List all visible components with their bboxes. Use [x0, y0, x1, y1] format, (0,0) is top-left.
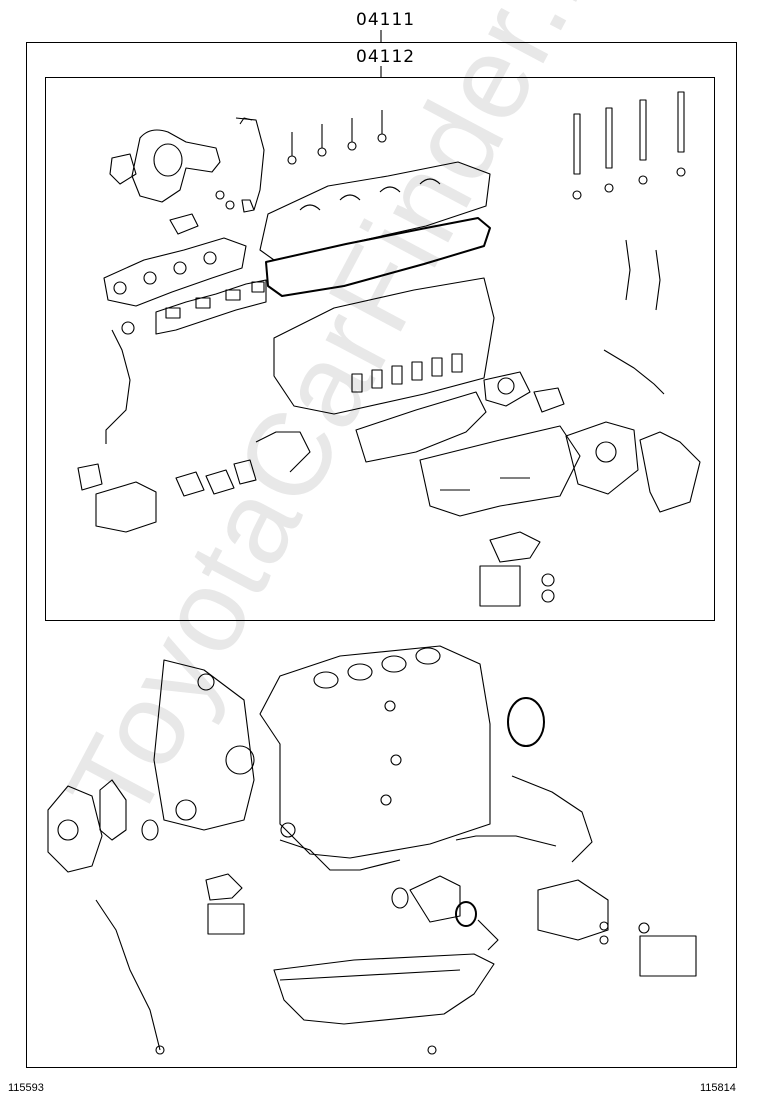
cylinder-block-part	[259, 645, 491, 859]
inlet-gasket-part	[175, 459, 257, 497]
exhaust-manifold-gasket-part	[155, 279, 267, 335]
rear-oil-seal-part	[507, 697, 545, 747]
inner-kit-frame	[45, 77, 715, 621]
oil-cooler-part	[638, 922, 697, 977]
vacuum-pump-part	[479, 565, 555, 607]
oil-filter-part	[207, 903, 245, 935]
egr-cooler-part	[77, 463, 157, 533]
coolant-pipe-part	[511, 775, 593, 863]
thermostat-gasket-part	[205, 873, 243, 901]
exhaust-front-pipe-part	[639, 431, 701, 513]
spark-plug-seal-part	[287, 110, 387, 165]
valve-part	[625, 239, 661, 311]
drain-plug-washer	[427, 1045, 437, 1055]
gasket-washer	[215, 190, 225, 200]
water-pump-part	[47, 785, 103, 873]
oil-strainer-part	[279, 839, 401, 871]
oil-pan-part	[273, 953, 495, 1025]
timing-chain-cover-part	[153, 659, 255, 831]
throttle-body-part	[565, 421, 639, 495]
front-oil-seal-part	[141, 819, 159, 841]
oil-pipe-part	[235, 117, 265, 211]
water-bypass-pipe-part	[105, 329, 131, 444]
egr-valve-part	[483, 371, 565, 413]
outer-kit-frame	[26, 42, 737, 1068]
callout-outer-part-number: 04111	[356, 10, 416, 30]
gasket-washer	[225, 200, 235, 210]
turbo-flange-gasket-part	[489, 531, 541, 563]
footer-left-code: 115593	[8, 1082, 44, 1094]
oil-dipstick-part	[95, 899, 161, 1051]
dipstick-o-ring	[155, 1045, 165, 1055]
head-cover-gasket-part	[265, 217, 491, 297]
cylinder-head-part	[273, 277, 495, 415]
exhaust-manifold-part	[103, 213, 247, 307]
strainer-gasket	[280, 822, 296, 838]
footer-right-code: 115814	[700, 1082, 736, 1094]
thermostat-housing-part	[391, 875, 499, 951]
intake-manifold-part	[419, 425, 581, 517]
oil-pipe-fitting	[239, 117, 253, 125]
cylinder-head-cover-part	[259, 161, 491, 261]
water-pump-gasket-part	[99, 779, 127, 841]
fuel-injector-part	[572, 91, 686, 200]
oil-pump-part	[537, 879, 609, 945]
sensor-lead-part	[603, 349, 665, 395]
fitting-part	[241, 199, 255, 213]
callout-inner-part-number: 04112	[356, 47, 416, 67]
head-gasket-part	[355, 391, 487, 463]
water-outlet-part	[255, 431, 311, 473]
turbocharger-part	[109, 129, 221, 203]
coolant-hose-part	[455, 835, 557, 847]
pipe-gasket	[121, 321, 135, 335]
